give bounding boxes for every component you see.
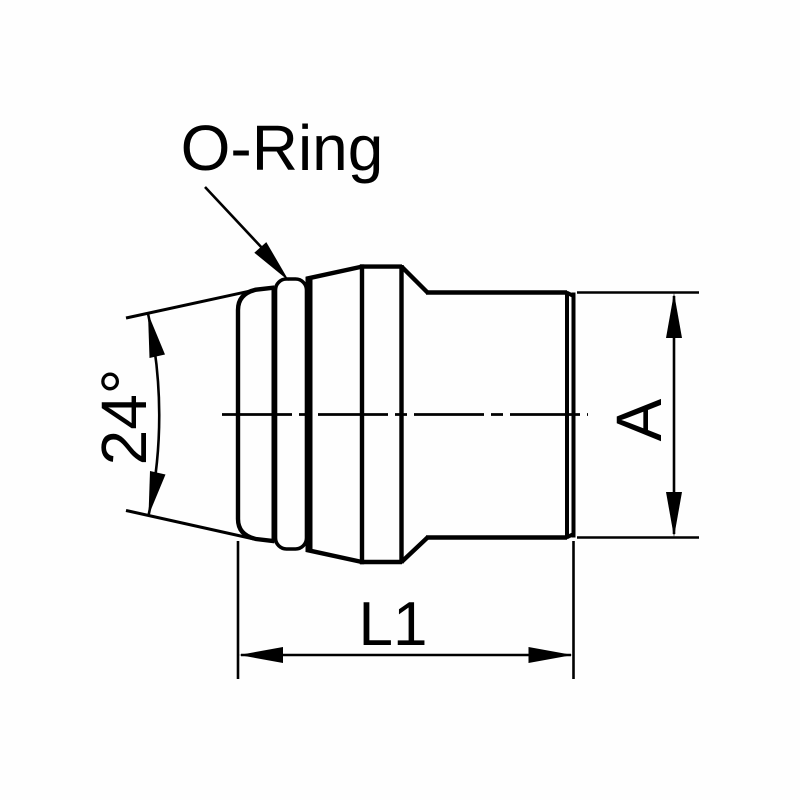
angle-arrowhead-bottom-icon xyxy=(148,471,166,516)
dim-l1-arrowhead-left-icon xyxy=(239,647,283,663)
cone-edge-bottom xyxy=(305,547,363,565)
chamfer-bottom xyxy=(399,535,430,564)
dim-a-arrowhead-top-icon xyxy=(666,293,682,338)
oring-leader-arrowhead-icon xyxy=(254,242,289,281)
dim-a-arrowhead-bottom-icon xyxy=(666,492,682,537)
cone-edge-top xyxy=(305,264,363,281)
oring-leader-line xyxy=(204,186,264,250)
angle-arrowhead-top-icon xyxy=(148,313,165,358)
cone-taper-line-top xyxy=(125,288,255,320)
diameter-label: A xyxy=(603,398,675,441)
cone-taper-line-bottom xyxy=(125,509,255,541)
cone-angle-label: 24° xyxy=(88,369,160,466)
nose-profile xyxy=(235,285,275,544)
chamfer-top xyxy=(399,265,430,295)
dim-l1-arrowhead-right-icon xyxy=(528,647,573,663)
oring-label: O-Ring xyxy=(181,112,384,184)
length-label: L1 xyxy=(359,590,428,659)
